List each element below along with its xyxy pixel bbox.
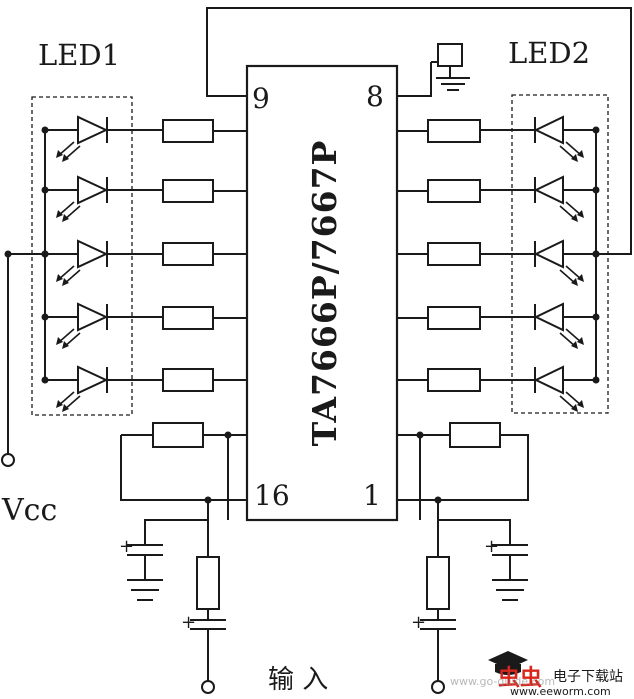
resistor-left-3	[162, 242, 247, 266]
resistor-left-5	[162, 368, 247, 392]
resistor-left-4	[162, 306, 247, 330]
svg-text:+: +	[181, 612, 196, 633]
led-right-1	[480, 115, 600, 162]
svg-text:+: +	[411, 612, 426, 633]
input-label: 输 入	[268, 665, 328, 695]
resistor-left-2	[162, 179, 247, 203]
pin-16-label: 16	[254, 479, 290, 512]
pin8-ground-wire	[397, 62, 432, 97]
vcc-label: Vcc	[1, 493, 57, 528]
resistor-right-2	[397, 179, 481, 203]
resistor-left-1	[162, 119, 247, 143]
pin16-network: + +	[119, 422, 247, 694]
pin-9-label: 9	[252, 82, 270, 115]
led2-label: LED2	[508, 36, 590, 70]
resistor-right-5	[397, 368, 481, 392]
svg-text:+: +	[119, 536, 134, 557]
resistor-right-4	[397, 306, 481, 330]
led-right-3	[480, 239, 600, 286]
ground-icon	[431, 43, 470, 91]
resistor-right-1	[397, 119, 481, 143]
vcc-wire	[7, 253, 45, 455]
ic-body	[245, 64, 399, 522]
led-left-1	[41, 115, 163, 162]
watermark-logo: 虫虫	[498, 665, 542, 691]
ic-part-label: TA7666P/7667P	[305, 140, 344, 447]
led-left-3	[41, 239, 163, 286]
resistor-right-3	[397, 242, 481, 266]
watermark: 虫虫 电子下载站 www.eeworm.com www.go-guide.com	[450, 651, 623, 698]
led-left-4	[41, 302, 163, 349]
watermark-url: www.eeworm.com	[510, 685, 611, 698]
vcc-terminal	[1, 453, 15, 467]
led-right-2	[480, 175, 600, 222]
pin-1-label: 1	[363, 479, 381, 512]
led-left-2	[41, 175, 163, 222]
led-right-5	[480, 365, 600, 412]
watermark-url2: www.go-guide.com	[450, 675, 555, 688]
watermark-site: 电子下载站	[553, 669, 623, 685]
led-left-5	[41, 365, 163, 412]
led-right-4	[480, 302, 600, 349]
graduation-cap-icon	[488, 651, 528, 675]
pin9-loop-wire	[206, 7, 632, 255]
led1-label: LED1	[38, 38, 120, 72]
led1-dashed-box	[31, 96, 133, 416]
pin1-network: + +	[397, 422, 529, 694]
svg-text:+: +	[484, 536, 499, 557]
pin-8-label: 8	[366, 80, 384, 113]
